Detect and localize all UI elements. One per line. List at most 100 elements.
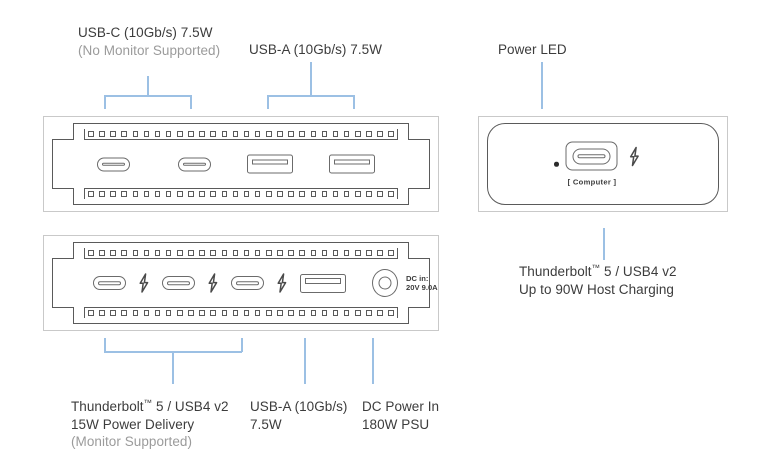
vent-slot xyxy=(366,249,372,257)
vent-slot xyxy=(110,249,116,257)
vent-slot xyxy=(88,249,94,257)
back-panel-device: DC in: 20V 9.0A xyxy=(43,235,439,331)
corner-notch-bottom-right xyxy=(408,188,430,205)
vent-slot xyxy=(177,130,183,138)
vent-slot xyxy=(132,130,138,138)
vent-slot xyxy=(143,130,150,138)
callout-power-led-line1: Power LED xyxy=(498,42,567,57)
thunderbolt-bolt-icon xyxy=(138,273,150,293)
vent-slot xyxy=(343,309,350,317)
vent-slot xyxy=(99,309,105,317)
leader-back-dc xyxy=(372,338,374,384)
corner-notch-top-left xyxy=(52,242,74,259)
vent-slot xyxy=(299,190,305,198)
vent-slot xyxy=(199,190,205,198)
dc-barrel-jack-icon[interactable] xyxy=(372,269,398,297)
vent-slot xyxy=(143,249,150,257)
vent-slot xyxy=(277,190,283,198)
vent-slot xyxy=(266,249,272,257)
vent-slot xyxy=(377,130,383,138)
vent-slot xyxy=(343,249,350,257)
callout-back-tb-prefix: Thunderbolt xyxy=(71,399,144,414)
vent-grille-bottom xyxy=(84,307,398,318)
leader-power-led xyxy=(541,62,543,109)
side-panel-shell: [ Computer ] xyxy=(487,123,719,205)
front-panel-port-row xyxy=(53,154,429,174)
vent-slot xyxy=(210,130,216,138)
vent-slot xyxy=(254,249,261,257)
vent-slot xyxy=(143,309,150,317)
vent-slot xyxy=(188,249,194,257)
back-panel-shell: DC in: 20V 9.0A xyxy=(52,242,438,324)
vent-slot xyxy=(277,309,283,317)
front-usb-c-port-1[interactable] xyxy=(97,157,130,171)
host-port-frame[interactable] xyxy=(565,141,618,171)
corner-notch-bottom-left xyxy=(52,188,74,205)
vent-slot xyxy=(165,130,172,138)
vent-slot xyxy=(277,249,283,257)
vent-slot xyxy=(299,309,305,317)
vent-slot xyxy=(165,249,172,257)
front-usb-a-port-1[interactable] xyxy=(247,154,293,174)
back-usb-c-port-3[interactable] xyxy=(231,276,264,290)
front-usb-a-port-2[interactable] xyxy=(329,154,375,174)
corner-notch-bottom-left xyxy=(52,307,74,324)
vent-slot xyxy=(199,249,205,257)
host-port-row xyxy=(565,141,641,171)
vent-slot xyxy=(254,130,261,138)
vent-slot xyxy=(88,309,94,317)
vent-slot xyxy=(132,309,138,317)
vent-slot xyxy=(177,309,183,317)
vent-slot xyxy=(332,249,339,257)
leader-back-tb-right-tick xyxy=(241,338,243,352)
leader-front-usbc-left-tick xyxy=(104,95,106,109)
thunderbolt-bolt-icon xyxy=(207,273,219,293)
vent-slot xyxy=(154,249,161,257)
back-panel-port-row: DC in: 20V 9.0A xyxy=(53,269,438,297)
vent-slot xyxy=(221,130,227,138)
callout-host-prefix: Thunderbolt xyxy=(519,264,592,279)
callout-back-usba-line2: 7.5W xyxy=(250,416,282,432)
callout-back-thunderbolt-line2: 15W Power Delivery xyxy=(71,416,195,432)
vent-slot xyxy=(366,309,372,317)
vent-slot xyxy=(154,309,161,317)
vent-slot xyxy=(254,309,261,317)
vent-slot xyxy=(355,309,361,317)
host-usb-c-port[interactable] xyxy=(572,148,611,164)
back-usb-c-port-1[interactable] xyxy=(93,276,126,290)
vent-slot xyxy=(343,190,350,198)
corner-notch-bottom-right xyxy=(408,307,430,324)
vent-slot xyxy=(221,309,227,317)
vent-slot xyxy=(199,309,205,317)
vent-slot xyxy=(221,190,227,198)
vent-slot xyxy=(243,309,250,317)
leader-back-tb-stem xyxy=(172,351,174,384)
callout-back-thunderbolt: Thunderbolt™ 5 / USB4 v2 15W Power Deliv… xyxy=(71,398,229,451)
callout-host-suffix: 5 / USB4 v2 xyxy=(600,264,677,279)
leader-back-tb-left-tick xyxy=(104,338,106,352)
vent-slot xyxy=(310,130,316,138)
front-usb-c-port-2[interactable] xyxy=(178,157,211,171)
vent-slot xyxy=(210,249,216,257)
vent-slot xyxy=(188,130,194,138)
vent-slot xyxy=(110,130,116,138)
callout-front-usba: USB-A (10Gb/s) 7.5W xyxy=(249,41,382,59)
back-usb-a-port[interactable] xyxy=(300,273,346,293)
back-usb-c-port-2[interactable] xyxy=(162,276,195,290)
vent-slot xyxy=(388,249,394,257)
thunderbolt-bolt-icon xyxy=(629,146,641,166)
vent-slot xyxy=(299,130,305,138)
leader-back-usba xyxy=(304,338,306,384)
vent-slot xyxy=(332,130,339,138)
trademark-symbol: ™ xyxy=(591,262,601,273)
vent-grille-top xyxy=(84,248,398,259)
thunderbolt-bolt-icon xyxy=(276,273,288,293)
leader-front-usba-crossbar xyxy=(267,95,354,97)
callout-back-thunderbolt-line3: (Monitor Supported) xyxy=(71,434,193,449)
vent-slot xyxy=(343,130,350,138)
leader-host-port xyxy=(603,228,605,260)
vent-slot xyxy=(321,309,328,317)
vent-slot xyxy=(199,130,205,138)
callout-front-usbc-line2: (No Monitor Supported) xyxy=(78,42,221,58)
